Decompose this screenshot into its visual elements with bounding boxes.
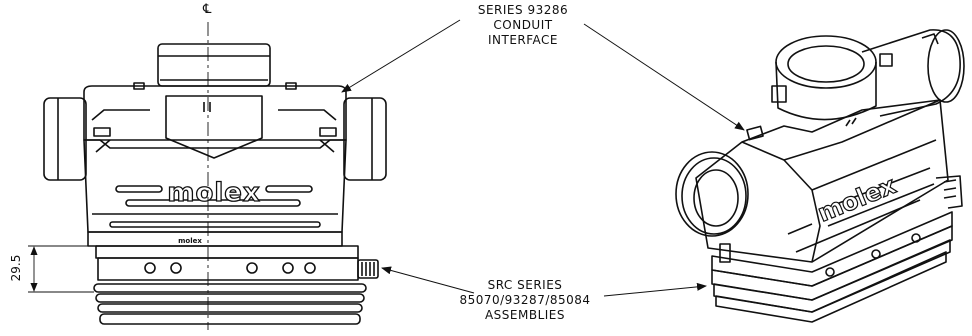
callout-line: ASSEMBLIES xyxy=(484,308,566,322)
callout-line: 85070/93287/85084 xyxy=(459,293,591,307)
front-view xyxy=(43,43,387,325)
dimension-label: 29.5 xyxy=(2,248,30,288)
callout-line: SERIES 93286 xyxy=(477,3,569,17)
callout-line: INTERFACE xyxy=(487,33,559,47)
centerline-symbol: ℄ xyxy=(203,2,212,17)
callout-line: CONDUIT xyxy=(493,18,553,32)
leader-lines xyxy=(341,19,745,297)
src-assemblies-callout: SRC SERIES 85070/93287/85084 ASSEMBLIES xyxy=(440,278,610,323)
front-logo: molex xyxy=(167,178,260,208)
dimension-29-5 xyxy=(28,245,94,293)
iso-logo: molex xyxy=(814,171,901,228)
dimension-value: 29.5 xyxy=(9,254,23,282)
front-small-mark: molex xyxy=(178,237,202,245)
conduit-interface-callout: SERIES 93286 CONDUIT INTERFACE xyxy=(448,3,598,48)
callout-line: SRC SERIES xyxy=(487,278,563,292)
isometric-view xyxy=(675,29,965,323)
